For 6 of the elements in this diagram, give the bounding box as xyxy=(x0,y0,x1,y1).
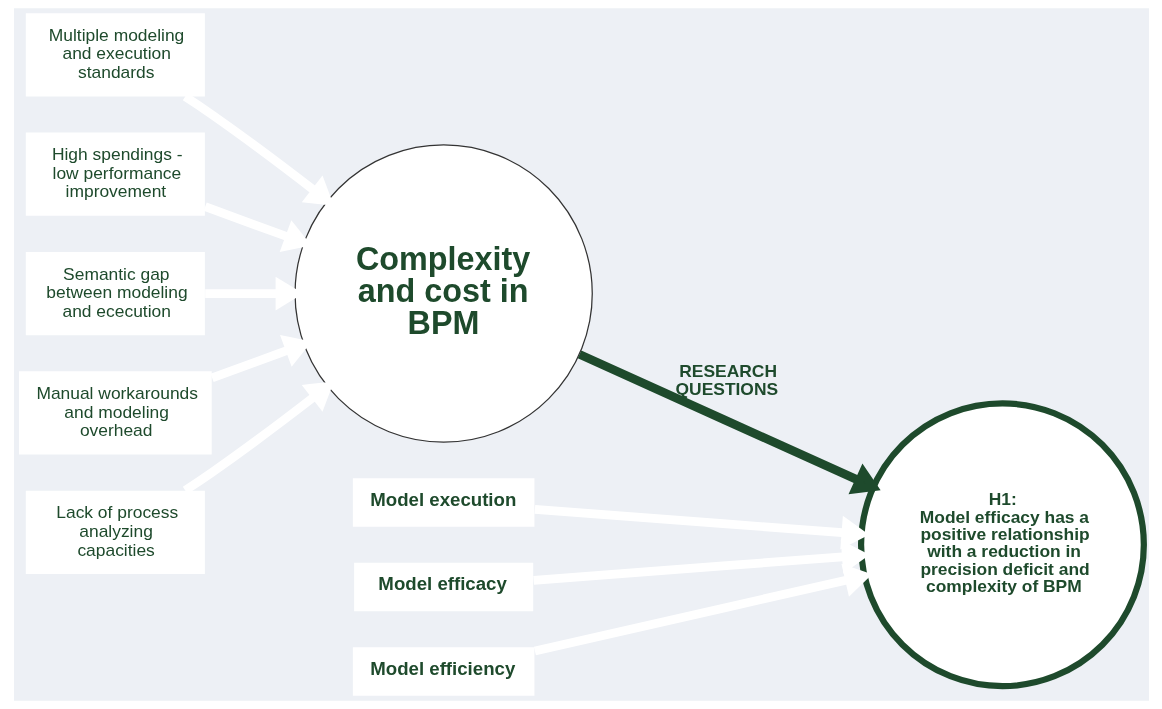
arrow xyxy=(533,563,872,656)
arrow xyxy=(182,93,334,206)
edge-label: RESEARCH QUESTIONS xyxy=(675,361,778,399)
node-circle: Complexity and cost in BPM xyxy=(293,144,593,443)
arrow xyxy=(577,350,881,495)
node-circle: H1: Model efficacy has a positive relationship with a reduction in precision deficit and complexity of BPM xyxy=(857,400,1147,690)
